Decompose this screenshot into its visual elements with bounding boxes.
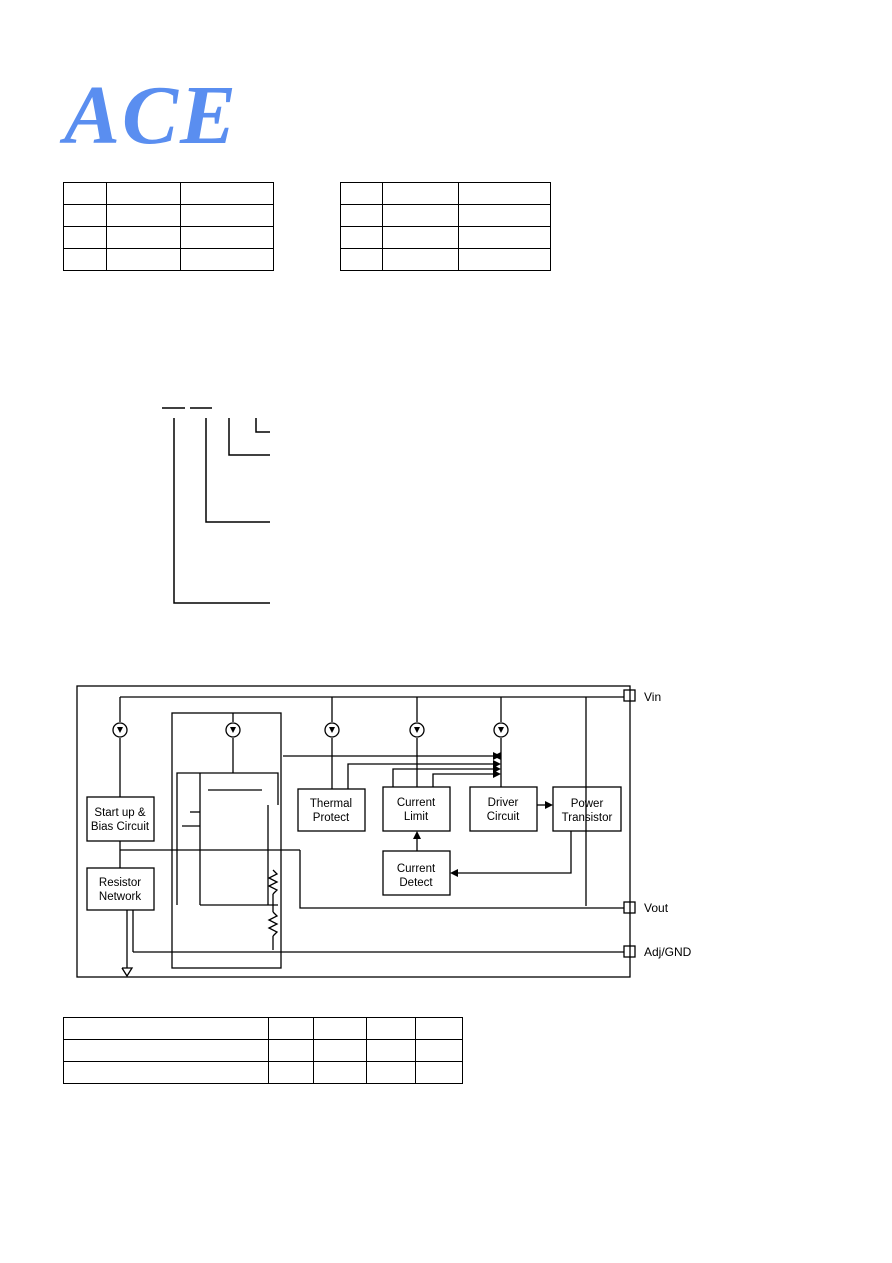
top-left-table xyxy=(63,182,274,271)
resistor-icon xyxy=(267,869,279,895)
resistor-network-block xyxy=(86,867,155,911)
adj-pin xyxy=(623,945,636,958)
current-source-icon xyxy=(324,722,340,738)
vout-pin xyxy=(623,901,636,914)
current-detect-label-2: Detect xyxy=(399,877,433,889)
driver-label-1: Driver xyxy=(488,797,519,809)
startup-bias-block xyxy=(86,796,155,842)
bottom-table xyxy=(63,1017,463,1084)
current-source-icon xyxy=(225,722,241,738)
current-limit-label-1: Current xyxy=(397,797,436,809)
resistor-label-1: Resistor xyxy=(99,877,141,889)
vin-label: Vin xyxy=(644,690,661,704)
adj-label: Adj/GND xyxy=(644,945,692,959)
resistor-label-2: Network xyxy=(99,891,141,903)
top-right-table xyxy=(340,182,551,271)
startup-label-1: Start up & xyxy=(94,807,145,819)
power-transistor-block xyxy=(552,786,622,832)
thermal-label-2: Protect xyxy=(313,812,350,824)
thermal-label-1: Thermal xyxy=(310,798,352,810)
current-source-icon xyxy=(409,722,425,738)
current-source-icon xyxy=(112,722,128,738)
chip-outline xyxy=(76,685,631,978)
company-logo: ACE xyxy=(64,69,239,162)
vin-pin xyxy=(623,689,636,702)
error-amplifier-box xyxy=(171,712,282,969)
current-source-icon xyxy=(493,722,509,738)
startup-label-2: Bias Circuit xyxy=(91,821,150,833)
current-limit-label-2: Limit xyxy=(404,811,429,823)
driver-circuit-block xyxy=(469,786,538,832)
power-label-2: Transistor xyxy=(562,812,613,824)
ground-icon xyxy=(121,967,134,978)
current-detect-label-1: Current xyxy=(397,863,436,875)
current-limit-block xyxy=(382,786,451,832)
driver-label-2: Circuit xyxy=(487,811,520,823)
vout-label: Vout xyxy=(644,901,669,915)
thermal-protect-block xyxy=(297,788,366,832)
resistor-icon xyxy=(267,911,279,937)
power-label-1: Power xyxy=(571,798,604,810)
